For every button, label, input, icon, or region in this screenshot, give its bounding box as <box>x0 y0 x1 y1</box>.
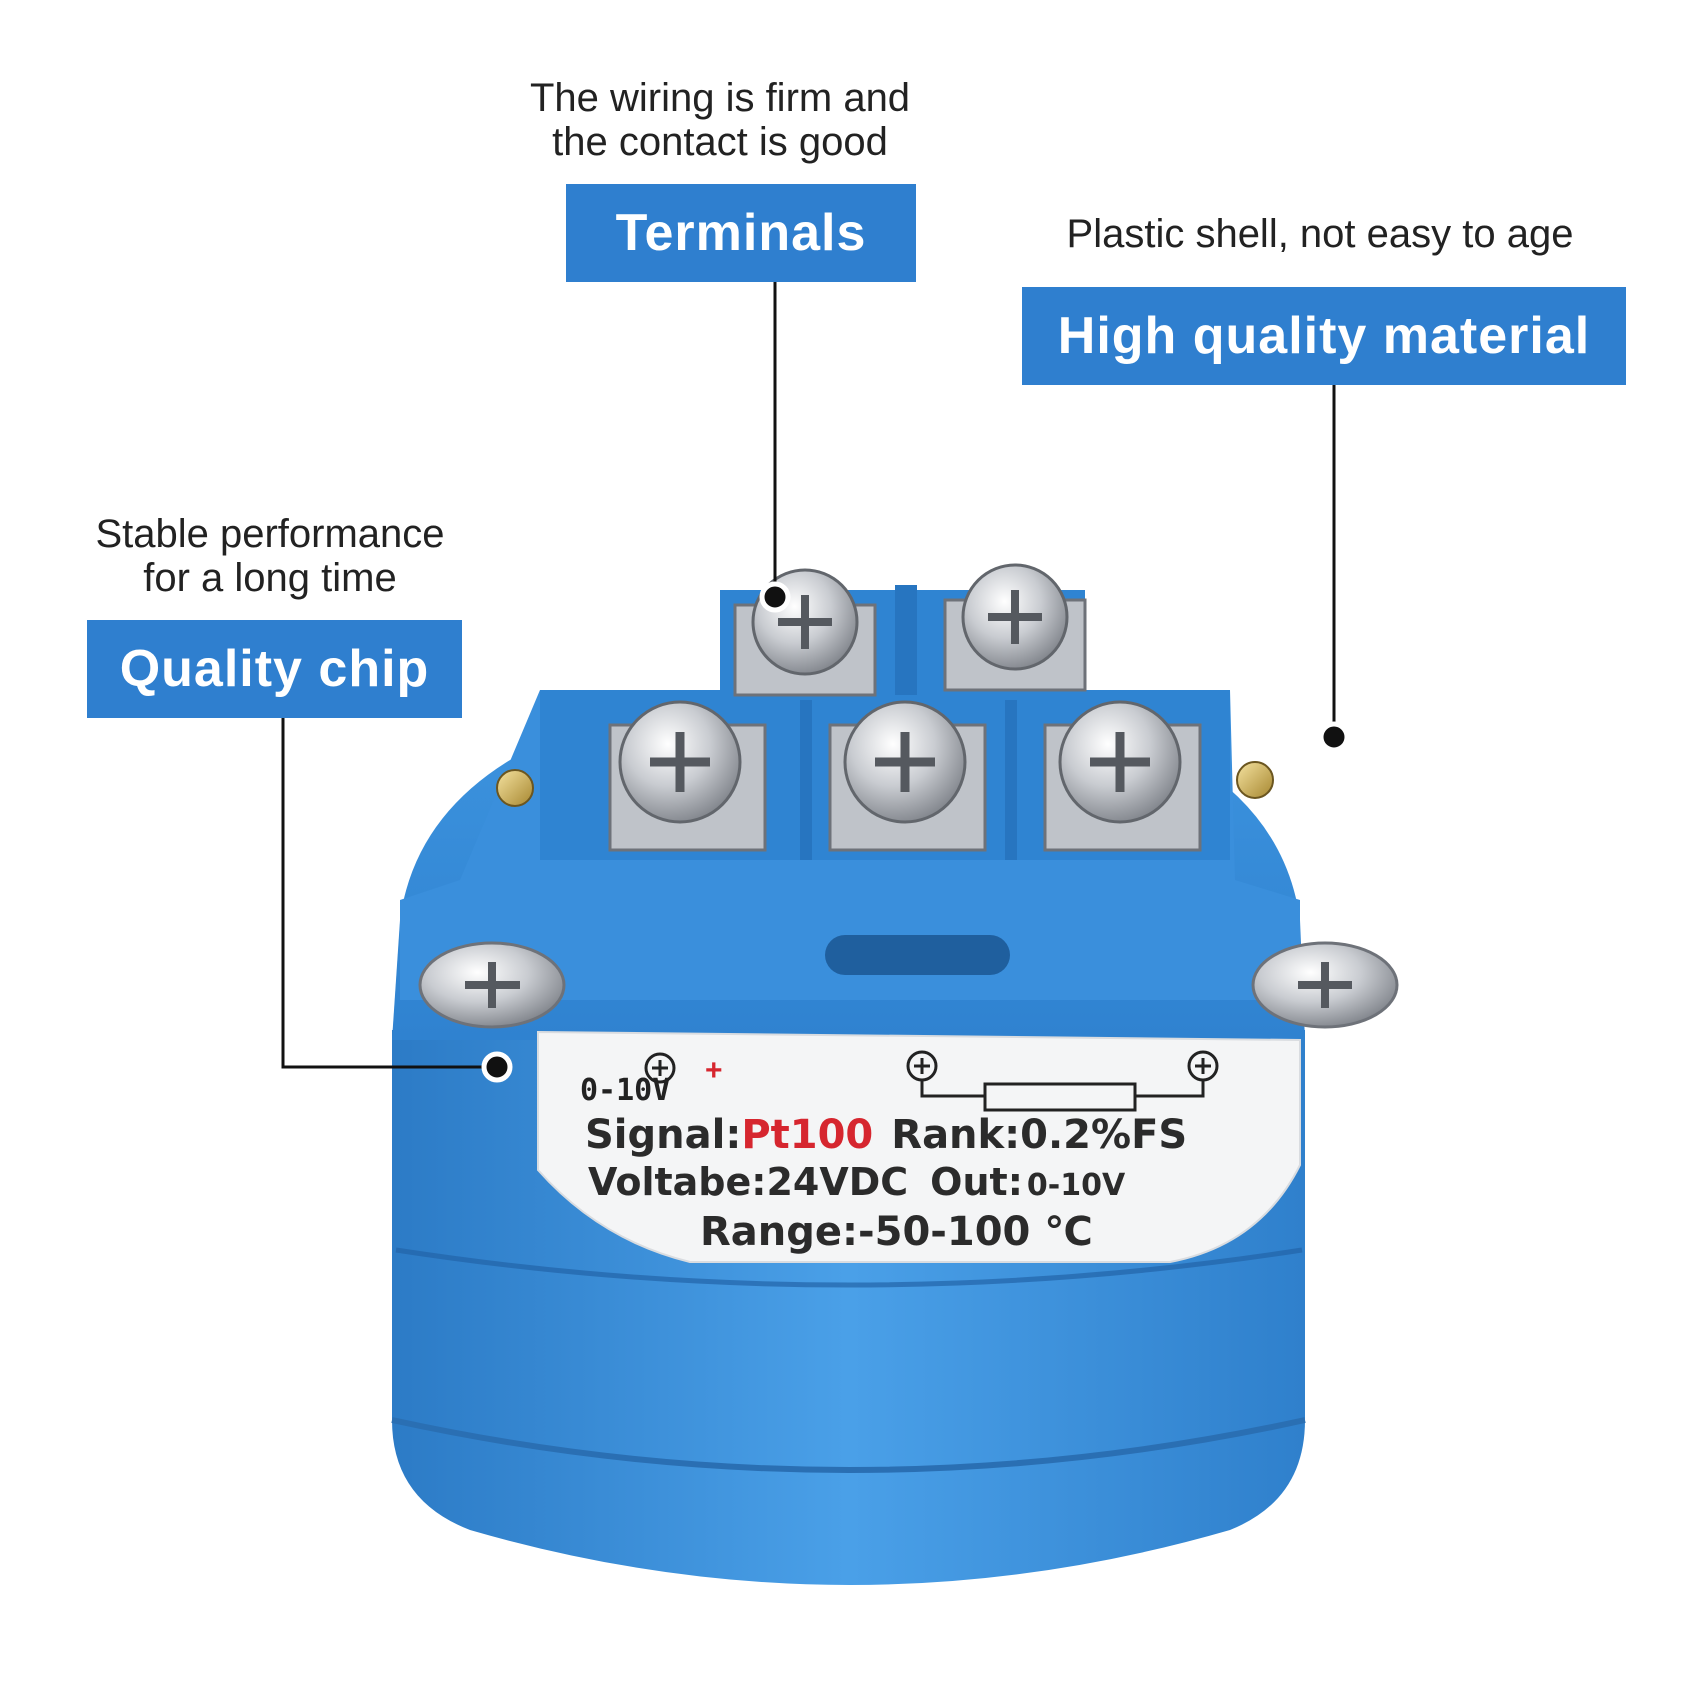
out-value: 0-10V <box>1027 1168 1126 1203</box>
terminals-caption-line2: the contact is good <box>552 120 888 164</box>
screw-terminal-icon <box>608 700 767 852</box>
callout-dots <box>481 581 1350 1083</box>
range-line: Range:-50-100 ℃ <box>700 1209 1093 1255</box>
screw-terminal-icon <box>1043 700 1202 852</box>
rank-value: Rank:0.2%FS <box>891 1112 1187 1158</box>
signal-line: Signal:Pt100 Rank:0.2%FS <box>585 1112 1187 1158</box>
spec-label-panel <box>537 1030 1301 1263</box>
screw-terminal-icon <box>943 563 1087 692</box>
resistor-symbol-icon <box>906 1050 1219 1112</box>
brass-adjust-screw-icon <box>496 769 534 807</box>
chip-caption-line1: Stable performance <box>95 512 445 556</box>
voltage-value: Voltabe:24VDC <box>588 1160 908 1204</box>
chip-caption: Stable performance for a long time <box>60 512 480 600</box>
screw-terminal-icon <box>828 700 987 852</box>
mounting-screw-icon <box>418 941 566 1029</box>
signal-value: Pt100 <box>741 1112 873 1158</box>
chip-caption-line2: for a long time <box>143 556 397 600</box>
terminals-caption-line1: The wiring is firm and <box>529 76 911 120</box>
signal-prefix: Signal: <box>585 1112 741 1158</box>
chip-tag: Quality chip <box>87 620 462 718</box>
voltage-line: Voltabe:24VDC Out:0-10V <box>588 1160 1126 1204</box>
screw-terminal-icon <box>733 568 877 697</box>
material-caption: Plastic shell, not easy to age <box>1066 212 1574 256</box>
callout-leaders <box>281 282 1336 1069</box>
terminals-caption: The wiring is firm and the contact is go… <box>480 76 960 164</box>
terminals-tag: Terminals <box>566 184 916 282</box>
material-tag: High quality material <box>1022 287 1626 385</box>
out-prefix: Out: <box>930 1160 1023 1204</box>
brass-adjust-screw-icon <box>1236 761 1274 799</box>
voltage-range-label: 0-10V <box>580 1073 670 1108</box>
plus-sign: + <box>705 1054 723 1087</box>
mounting-screw-icon <box>1251 941 1399 1029</box>
plus-terminal-icon <box>644 1052 676 1084</box>
